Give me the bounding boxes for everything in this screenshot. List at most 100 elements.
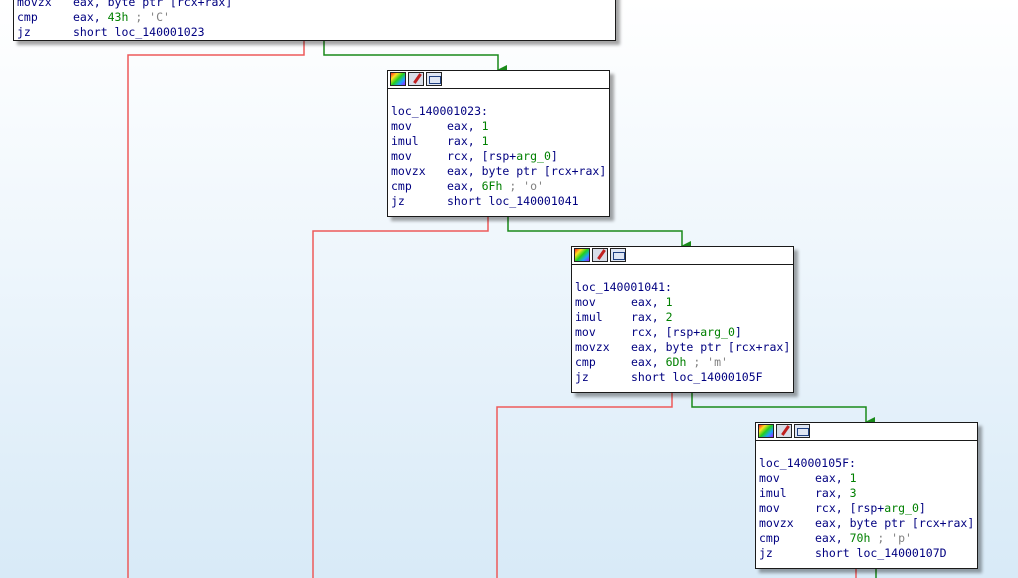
edit-node-icon[interactable] (776, 424, 792, 438)
immediate-value: 3 (849, 486, 857, 500)
operands: eax, byte ptr [rcx+rax] (631, 340, 791, 354)
blank-line (391, 89, 606, 104)
mnemonic: mov (759, 471, 780, 485)
instruction-line: cmp eax, 6Dh ; 'm' (575, 355, 790, 370)
operands: rax, (815, 486, 850, 500)
instruction-line: mov rcx, [rsp+arg_0] (391, 149, 606, 164)
edge-true-n1-n2 (507, 216, 691, 251)
immediate-value: 43h (107, 10, 129, 24)
immediate-value: 1 (481, 134, 489, 148)
mnemonic: jz (391, 194, 405, 208)
operands: short loc_14000107D (815, 546, 947, 560)
mnemonic: imul (575, 310, 603, 324)
mnemonic: jz (575, 370, 589, 384)
operands: eax, (73, 10, 108, 24)
stack-arg: arg_0 (884, 501, 919, 515)
mnemonic: mov (759, 501, 780, 515)
immediate-value: 6Fh (481, 179, 503, 193)
operands: rcx, [rsp+ (447, 149, 517, 163)
graph-view-icon[interactable] (610, 248, 626, 262)
mnemonic: imul (759, 486, 787, 500)
operands: eax, byte ptr [rcx+rax] (815, 516, 975, 530)
location-label: loc_14000105F: (759, 456, 856, 470)
instruction-line: movzx eax, byte ptr [rcx+rax] (759, 516, 974, 531)
mnemonic: jz (17, 25, 31, 39)
instruction-line: imul rax, 1 (391, 134, 606, 149)
instruction-line: movzx eax, byte ptr [rcx+rax] (391, 164, 606, 179)
mnemonic: mov (391, 149, 412, 163)
instruction-line: movzx eax, byte ptr [rcx+rax] (575, 340, 790, 355)
mnemonic: movzx (575, 340, 610, 354)
blank-line (575, 265, 790, 280)
immediate-value: 1 (665, 295, 673, 309)
immediate-value: 2 (665, 310, 673, 324)
instruction-line: mov rcx, [rsp+arg_0] (575, 325, 790, 340)
operands: ] (734, 325, 742, 339)
edge-true-n0-n1 (323, 40, 507, 75)
instruction-line: imul rax, 3 (759, 486, 974, 501)
operands: eax, (815, 471, 850, 485)
node-toolbar (388, 71, 609, 89)
instruction-line: jz short loc_140001023 (17, 25, 612, 40)
mnemonic: movzx (17, 0, 52, 9)
edge-false-n1 (312, 216, 489, 578)
mnemonic: cmp (391, 179, 412, 193)
instruction-line: cmp eax, 6Fh ; 'o' (391, 179, 606, 194)
edge-true-n2-n3 (691, 392, 875, 427)
mnemonic: cmp (575, 355, 596, 369)
mnemonic: jz (759, 546, 773, 560)
operands: eax, byte ptr [rcx+rax] (73, 0, 233, 9)
color-palette-icon[interactable] (390, 72, 406, 86)
mnemonic: mov (575, 325, 596, 339)
instruction-line: movzx eax, byte ptr [rcx+rax] (17, 0, 612, 10)
mnemonic: mov (391, 119, 412, 133)
color-palette-icon[interactable] (574, 248, 590, 262)
operands: rax, (631, 310, 666, 324)
operands: eax, (631, 355, 666, 369)
operands: rcx, [rsp+ (631, 325, 701, 339)
graph-view-icon[interactable] (794, 424, 810, 438)
color-palette-icon[interactable] (758, 424, 774, 438)
stack-arg: arg_0 (516, 149, 551, 163)
node-toolbar (572, 247, 793, 265)
location-label: loc_140001023: (391, 104, 488, 118)
operands: eax, byte ptr [rcx+rax] (447, 164, 607, 178)
edit-node-icon[interactable] (592, 248, 608, 262)
operands: ] (550, 149, 558, 163)
operands: short loc_140001041 (447, 194, 579, 208)
mnemonic: cmp (17, 10, 38, 24)
operands: eax, (447, 119, 482, 133)
mnemonic: imul (391, 134, 419, 148)
comment: ; 'p' (870, 531, 912, 545)
mnemonic: cmp (759, 531, 780, 545)
instruction-line: imul rax, 2 (575, 310, 790, 325)
edit-node-icon[interactable] (408, 72, 424, 86)
comment: ; 'm' (686, 355, 728, 369)
immediate-value: 1 (481, 119, 489, 133)
immediate-value: 6Dh (665, 355, 687, 369)
node-toolbar (756, 423, 977, 441)
mnemonic: movzx (759, 516, 794, 530)
immediate-value: 70h (849, 531, 871, 545)
operands: eax, (447, 179, 482, 193)
operands: short loc_140001023 (73, 25, 205, 39)
operands: rcx, [rsp+ (815, 501, 885, 515)
instruction-line: mov eax, 1 (391, 119, 606, 134)
stack-arg: arg_0 (700, 325, 735, 339)
operands: rax, (447, 134, 482, 148)
mnemonic: movzx (391, 164, 426, 178)
comment: ; 'o' (502, 179, 544, 193)
edge-false-n2 (496, 392, 673, 578)
graph-view-icon[interactable] (426, 72, 442, 86)
